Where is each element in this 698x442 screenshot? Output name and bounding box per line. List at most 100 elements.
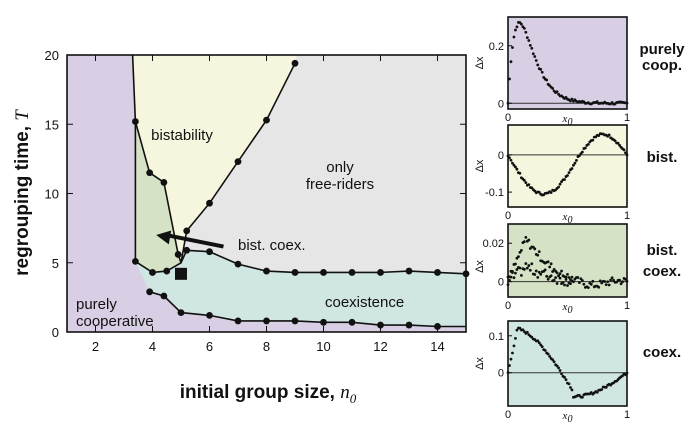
inset-point [537,341,541,345]
inset-point [533,247,537,251]
inset-point [578,154,581,158]
region-label-line: bist. coex. [238,237,306,254]
inset-point [580,150,584,154]
boundary-point [348,269,356,276]
inset-y-tick-label: 0.1 [489,331,504,343]
x-tick-label: 10 [316,339,330,354]
inset-point [527,183,531,187]
inset-point [619,282,623,286]
inset-point [557,185,560,189]
inset-point [519,249,523,252]
inset-point [522,267,526,271]
x-axis-symbol: n [340,382,350,403]
region-label-bist_coex: bist. coex. [238,237,306,254]
inset-y-tick-label: 0 [498,368,504,380]
inset-point [533,273,537,276]
inset-point [563,178,566,181]
boundary-point [206,311,213,319]
boundary-point [146,169,154,177]
boundary-point [291,317,299,325]
inset-point [509,60,513,64]
boundary-point [434,269,441,276]
inset-point [518,326,522,330]
y-tick-label: 5 [52,256,59,271]
inset-x-axis-label: x0 [562,211,573,226]
inset-point [569,386,572,389]
y-tick-label: 15 [45,117,59,132]
inset-x-axis-label: x0 [562,301,573,316]
inset-point [524,30,528,34]
boundary-point [132,257,139,265]
inset-point [524,262,528,265]
inset-point [604,386,608,389]
inset-point [557,366,560,370]
inset-point [600,388,604,391]
inset-point [560,180,563,184]
y-axis-label-text: regrouping time, [12,121,33,276]
inset-point [514,28,517,32]
inset-point [515,167,519,171]
inset-point [524,235,528,239]
inset-point [555,282,559,285]
inset-point [606,280,610,284]
inset-point [604,283,608,287]
inset-point [576,276,580,279]
inset-point [575,159,578,162]
inset-point [591,279,595,283]
region-coexistence [135,250,466,327]
boundary-point [320,318,327,326]
x-tick-label: 2 [92,339,99,354]
inset-point [528,268,532,272]
inset-point [583,146,587,150]
inset-side-label: bist. [647,149,678,166]
boundary-point [132,118,139,125]
inset-point [512,35,516,39]
inset-point [566,174,569,177]
inset-point [567,276,571,279]
inset-point [570,167,574,170]
inset-point [549,191,553,194]
inset-point [567,171,571,175]
inset-background [508,125,627,207]
boundary-line [180,62,296,263]
inset-point [572,163,575,167]
region-label-coexistence: coexistence [325,294,404,311]
inset-x-subscript: 0 [567,215,572,226]
y-axis-symbol: T [12,109,33,121]
inset-point [569,99,572,103]
inset-point [533,55,537,58]
inset-point [597,285,601,289]
boundary-point [377,269,384,276]
boundary-point [160,292,168,300]
inset-point [549,274,553,278]
inset-point [536,275,540,279]
inset-point [530,262,534,266]
inset-point [514,262,517,266]
inset-point [537,190,541,194]
inset-x-tick-label: 0 [505,300,511,312]
inset-x-subscript: 0 [567,117,572,128]
inset-point [589,282,593,286]
inset-point [555,271,559,275]
inset-point [509,357,513,361]
boundary-point [206,199,213,207]
inset-x-tick-label: 1 [624,300,630,312]
inset-point [558,276,562,280]
inset-point [512,344,516,348]
inset-point [518,266,522,270]
inset-point [531,52,535,56]
inset-point [563,375,566,379]
inset-point [525,330,529,334]
inset-point [536,339,540,343]
inset-point [512,276,516,280]
inset-point [534,269,538,273]
inset-point [558,272,562,276]
boundary-point [160,179,168,186]
x-tick-label: 6 [206,339,213,354]
inset-point [527,264,531,267]
boundary-point [234,260,242,268]
